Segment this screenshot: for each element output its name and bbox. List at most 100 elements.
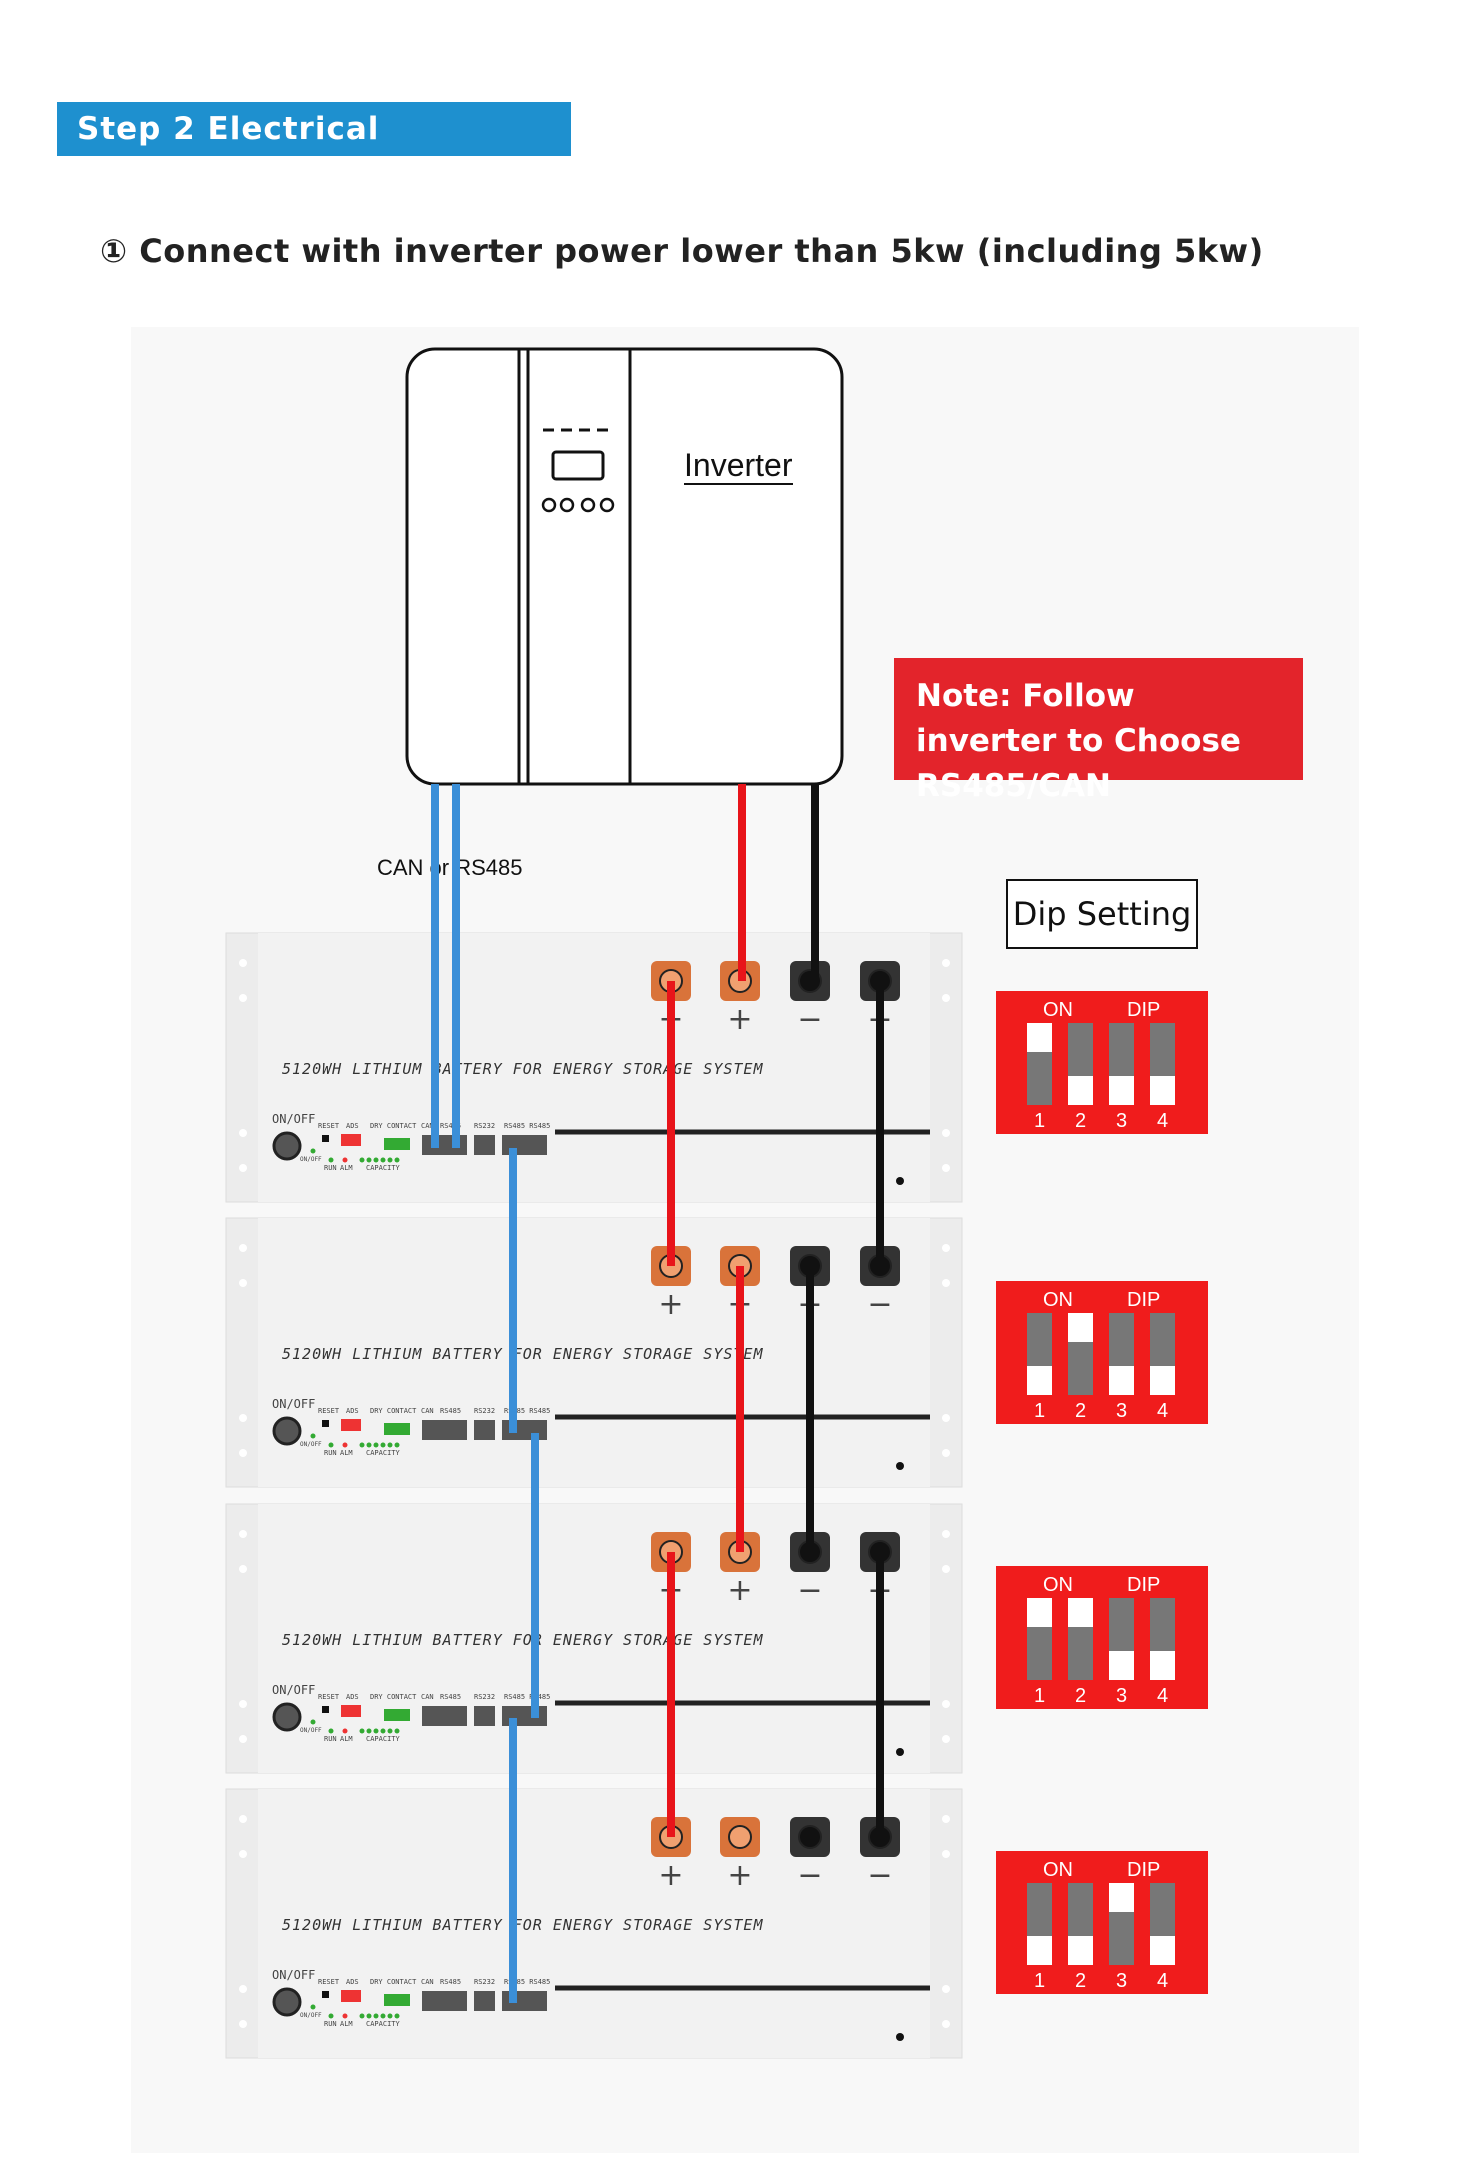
dip-switch[interactable] [1109,1883,1134,1965]
dip-switch-number: 3 [1116,1685,1127,1707]
reset-button[interactable] [322,1420,329,1427]
can-label: CAN [421,1978,434,1986]
dip-switch[interactable] [1068,1598,1093,1680]
rs485-link-port [502,1135,547,1155]
ads-label: ADS [346,1978,359,1986]
can-rs485-port [422,1420,467,1440]
reset-button[interactable] [322,1135,329,1142]
battery-module: 5120WH LITHIUM BATTERY FOR ENERGY STORAG… [225,1217,963,1488]
dip-switch[interactable] [1027,1883,1052,1965]
reset-button[interactable] [322,1706,329,1713]
comm-label: CAN or RS485 [377,855,523,880]
alm-label: ALM [340,2020,353,2028]
dip-switch[interactable] [1150,1023,1175,1105]
terminal-sign: + [658,1287,683,1322]
inverter-display [551,450,605,481]
capacity-label: CAPACITY [366,1735,401,1743]
section-header: Step 2 Electrical installation [57,102,571,201]
ads-switch[interactable] [341,1134,361,1146]
negative-terminal[interactable] [790,961,830,1001]
rs485-label: RS485 [440,1407,461,1415]
battery-model-label: 5120WH LITHIUM BATTERY FOR ENERGY STORAG… [282,1631,763,1649]
reset-label: RESET [318,1978,340,1986]
rs232-label: RS232 [474,1978,495,1986]
dip-switch[interactable] [1027,1598,1052,1680]
dip-title-label: DIP [1127,999,1160,1021]
reset-label: RESET [318,1122,340,1130]
reset-label: RESET [318,1693,340,1701]
rs485-pair-label: RS485 RS485 [504,1693,550,1701]
ads-label: ADS [346,1407,359,1415]
dip-switch[interactable] [1109,1598,1134,1680]
dip-switch[interactable] [1150,1313,1175,1395]
negative-terminal[interactable] [790,1817,830,1857]
rs485-link-port [502,1991,547,2011]
positive-terminal[interactable] [720,1817,760,1857]
onoff-label: ON/OFF [272,1397,315,1411]
ads-switch[interactable] [341,1705,361,1717]
power-switch[interactable] [272,1702,302,1732]
rs232-port [474,1420,495,1440]
inverter-buttons [541,497,615,513]
battery-model-label: 5120WH LITHIUM BATTERY FOR ENERGY STORAG… [282,1916,763,1934]
dip-on-label: ON [1043,999,1073,1021]
dip-switch[interactable] [1068,1023,1093,1105]
reset-button[interactable] [322,1991,329,1998]
inverter-label: Inverter [684,447,793,483]
power-switch[interactable] [272,1416,302,1446]
dip-switch-number: 2 [1075,1400,1086,1422]
ads-label: ADS [346,1122,359,1130]
dip-switch[interactable] [1027,1313,1052,1395]
terminal-sign: − [797,1858,822,1893]
can-rs485-port [422,1991,467,2011]
dry-contact-port [384,1709,410,1721]
dip-switch[interactable] [1109,1023,1134,1105]
capacity-label: CAPACITY [366,2020,401,2028]
rs485-label: RS485 [440,1122,461,1130]
onoff-led-label: ON/OFF [300,1156,322,1163]
dip-switch[interactable] [1068,1883,1093,1965]
capacity-label: CAPACITY [366,1449,401,1457]
dip-on-label: ON [1043,1574,1073,1596]
terminal-sign: − [867,1858,892,1893]
battery-module: 5120WH LITHIUM BATTERY FOR ENERGY STORAG… [225,1788,963,2059]
dry-contact-label: DRY CONTACT [370,1693,417,1701]
rs485-label: RS485 [440,1693,461,1701]
dry-contact-label: DRY CONTACT [370,1978,417,1986]
dip-switch[interactable] [1068,1313,1093,1395]
dip-switch[interactable] [1027,1023,1052,1105]
ads-switch[interactable] [341,1990,361,2002]
rs232-label: RS232 [474,1693,495,1701]
power-switch[interactable] [272,1131,302,1161]
run-label: RUN [324,1735,337,1743]
dry-contact-label: DRY CONTACT [370,1407,417,1415]
terminal-sign: − [797,1573,822,1608]
ads-label: ADS [346,1693,359,1701]
battery-module: 5120WH LITHIUM BATTERY FOR ENERGY STORAG… [225,1503,963,1774]
power-switch[interactable] [272,1987,302,2017]
dip-switch[interactable] [1109,1313,1134,1395]
terminal-sign: + [727,1858,752,1893]
dip-setting-label: Dip Setting [1006,879,1198,949]
can-label: CAN [421,1407,434,1415]
terminal-sign: + [658,1858,683,1893]
alm-label: ALM [340,1449,353,1457]
dry-contact-label: DRY CONTACT [370,1122,417,1130]
ads-switch[interactable] [341,1419,361,1431]
dip-switch-number: 1 [1034,1685,1045,1707]
rs485-pair-label: RS485 RS485 [504,1978,550,1986]
dip-switch[interactable] [1150,1598,1175,1680]
can-label: CAN [421,1693,434,1701]
onoff-label: ON/OFF [272,1683,315,1697]
rs232-port [474,1135,495,1155]
dry-contact-port [384,1994,410,2006]
dip-switch[interactable] [1150,1883,1175,1965]
rs232-port [474,1991,495,2011]
dip-switch-number: 2 [1075,1685,1086,1707]
terminal-sign: − [867,1287,892,1322]
dip-switch-number: 3 [1116,1970,1127,1992]
